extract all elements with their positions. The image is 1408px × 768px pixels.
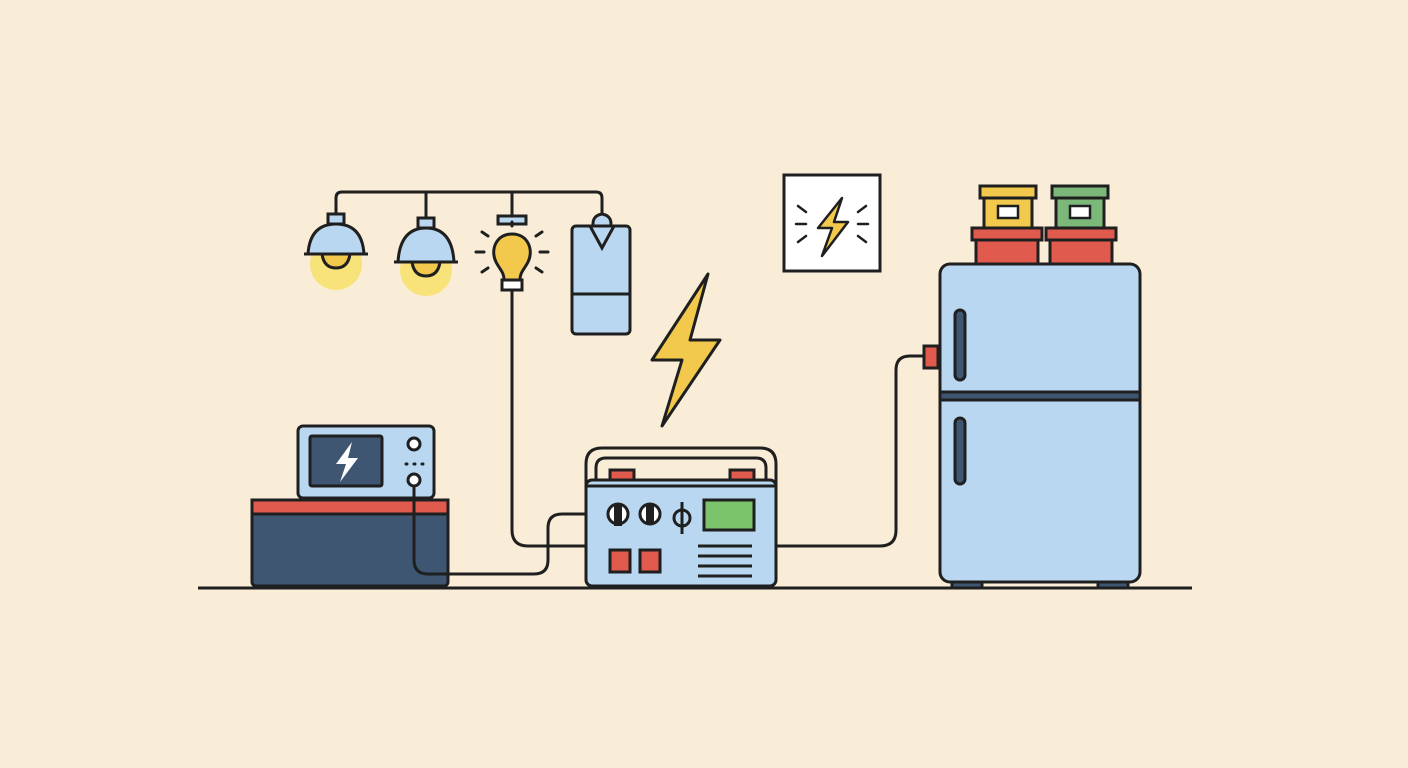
station-handle-inner xyxy=(594,456,768,490)
box-red-right-lid xyxy=(1044,226,1118,242)
hanging-light-icon xyxy=(570,212,632,336)
fridge-plug xyxy=(922,344,940,370)
bulb-to-station-wire xyxy=(510,288,588,548)
lamp-bulb xyxy=(410,260,442,278)
lamp-bulb xyxy=(320,252,352,270)
terminal-right xyxy=(728,468,756,482)
lightning-bolt-icon xyxy=(650,272,722,428)
light-bulb-icon xyxy=(474,214,550,292)
station-display xyxy=(702,498,756,532)
bulb-rays xyxy=(474,220,550,274)
station-vent xyxy=(698,544,752,578)
storage-box-icon xyxy=(970,226,1044,266)
fridge-body xyxy=(938,262,1142,584)
microwave-bolt xyxy=(336,442,358,482)
station-to-fridge-wire xyxy=(774,354,928,548)
pendant-lamp-icon xyxy=(304,212,368,290)
microwave-plug-port xyxy=(406,472,422,488)
terminal-left xyxy=(608,468,636,482)
box-green-label xyxy=(1068,204,1092,220)
refrigerator-icon xyxy=(938,262,1142,590)
station-button-1 xyxy=(608,548,632,574)
outlet-rays xyxy=(794,204,870,244)
station-button-2 xyxy=(638,548,662,574)
box-red-right-body xyxy=(1048,238,1114,266)
microwave-to-station-wire xyxy=(412,484,588,576)
microwave-cabinet xyxy=(250,498,450,588)
pendant-lamp-icon xyxy=(394,216,458,296)
microwave-icon xyxy=(296,424,436,500)
station-dial xyxy=(672,502,692,534)
fridge-divider xyxy=(938,390,1142,402)
lamp-shade xyxy=(396,226,456,264)
station-outlet-1 xyxy=(606,502,630,526)
portable-power-station-icon xyxy=(584,446,778,588)
station-handle xyxy=(584,446,778,500)
hanging-light-body xyxy=(570,224,632,336)
cabinet-top-stripe xyxy=(250,498,450,516)
power-outlet-icon xyxy=(782,173,882,273)
box-red-left-lid xyxy=(970,226,1044,242)
box-yellow-lid xyxy=(978,184,1038,200)
hanging-light-tie xyxy=(588,225,616,252)
ceiling-wire xyxy=(334,190,604,218)
outlet-bolt xyxy=(816,196,850,258)
box-yellow-label xyxy=(996,204,1020,220)
microwave-knob xyxy=(406,436,422,452)
fridge-handle-top xyxy=(953,308,967,382)
storage-box-icon xyxy=(978,184,1038,230)
station-outlet-2 xyxy=(638,502,662,526)
storage-box-icon xyxy=(1050,184,1110,230)
lamp-shade xyxy=(306,222,366,256)
box-red-left-body xyxy=(974,238,1040,266)
fridge-handle-bottom xyxy=(953,416,967,486)
storage-box-icon xyxy=(1044,226,1118,266)
box-green-lid xyxy=(1050,184,1110,200)
